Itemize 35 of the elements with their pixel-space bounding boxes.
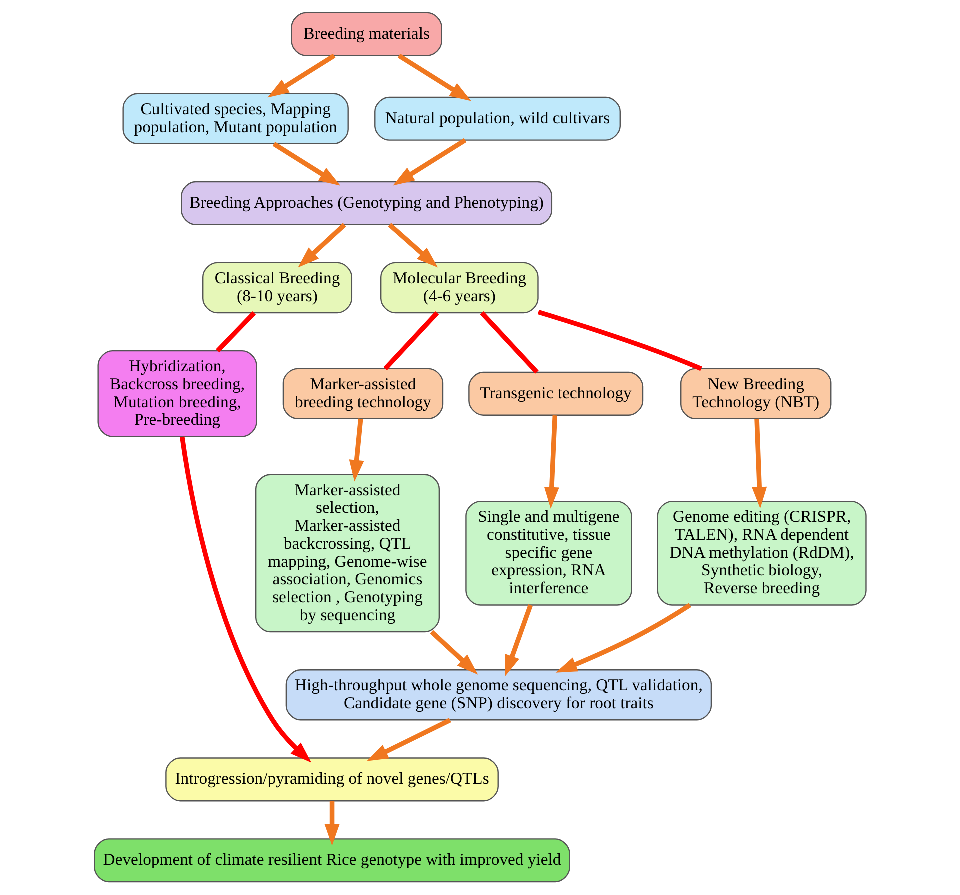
node-box: Hybridization, Backcross breeding, Mutation breeding, Pre-breeding <box>97 350 257 438</box>
connector <box>480 312 538 374</box>
node-box: High-throughput whole genome sequencing, QTL validation, Candidate gene (SNP) discovery for root traits <box>285 670 712 721</box>
node-box: Development of climate resilient Rice genotype with improved yield <box>94 838 570 883</box>
connector <box>216 312 256 353</box>
node-box: Single and multigene constitutive, tissue specific gene expression, RNA interference <box>465 501 632 606</box>
arrow <box>272 142 340 186</box>
node-box: Introgression/pyramiding of novel genes/QTLs <box>165 758 498 802</box>
arrow <box>430 630 478 675</box>
node-box: Breeding Approaches (Genotyping and Phenotyping) <box>180 181 552 226</box>
arrow <box>180 436 312 763</box>
node-box: Classical Breeding (8-10 years) <box>202 262 352 314</box>
arrow <box>324 802 340 846</box>
node-box: Genome editing (CRISPR, TALEN), RNA dependent DNA methylation (RdDM), Synthetic biology, Reverse breeding <box>656 501 866 606</box>
arrow <box>366 718 451 762</box>
arrow <box>267 54 336 98</box>
node-box: Breeding materials <box>290 12 442 56</box>
node-box: Cultivated species, Mapping population, Mutant population <box>122 93 348 144</box>
arrow <box>397 54 471 102</box>
connector <box>537 310 702 372</box>
node-box: Marker-assisted breeding technology <box>282 368 444 420</box>
arrow <box>388 223 438 268</box>
node-box: New Breeding Technology (NBT) <box>680 368 832 420</box>
node-box: Transgenic technology <box>468 372 644 416</box>
arrow <box>555 603 691 673</box>
node-box: Marker-assisted selection, Marker-assisted backcrossing, QTL mapping, Genome-wise association, Genomics selection , Genotyping by sequencing <box>254 474 440 633</box>
arrow <box>348 418 364 482</box>
arrow <box>504 604 532 677</box>
node-box: Natural population, wild cultivars <box>374 96 620 141</box>
arrow <box>298 223 346 268</box>
node-box: Molecular Breeding (4-6 years) <box>380 262 538 314</box>
arrow <box>752 418 767 509</box>
arrow <box>544 416 559 509</box>
connector <box>383 312 439 370</box>
arrow <box>392 138 466 186</box>
